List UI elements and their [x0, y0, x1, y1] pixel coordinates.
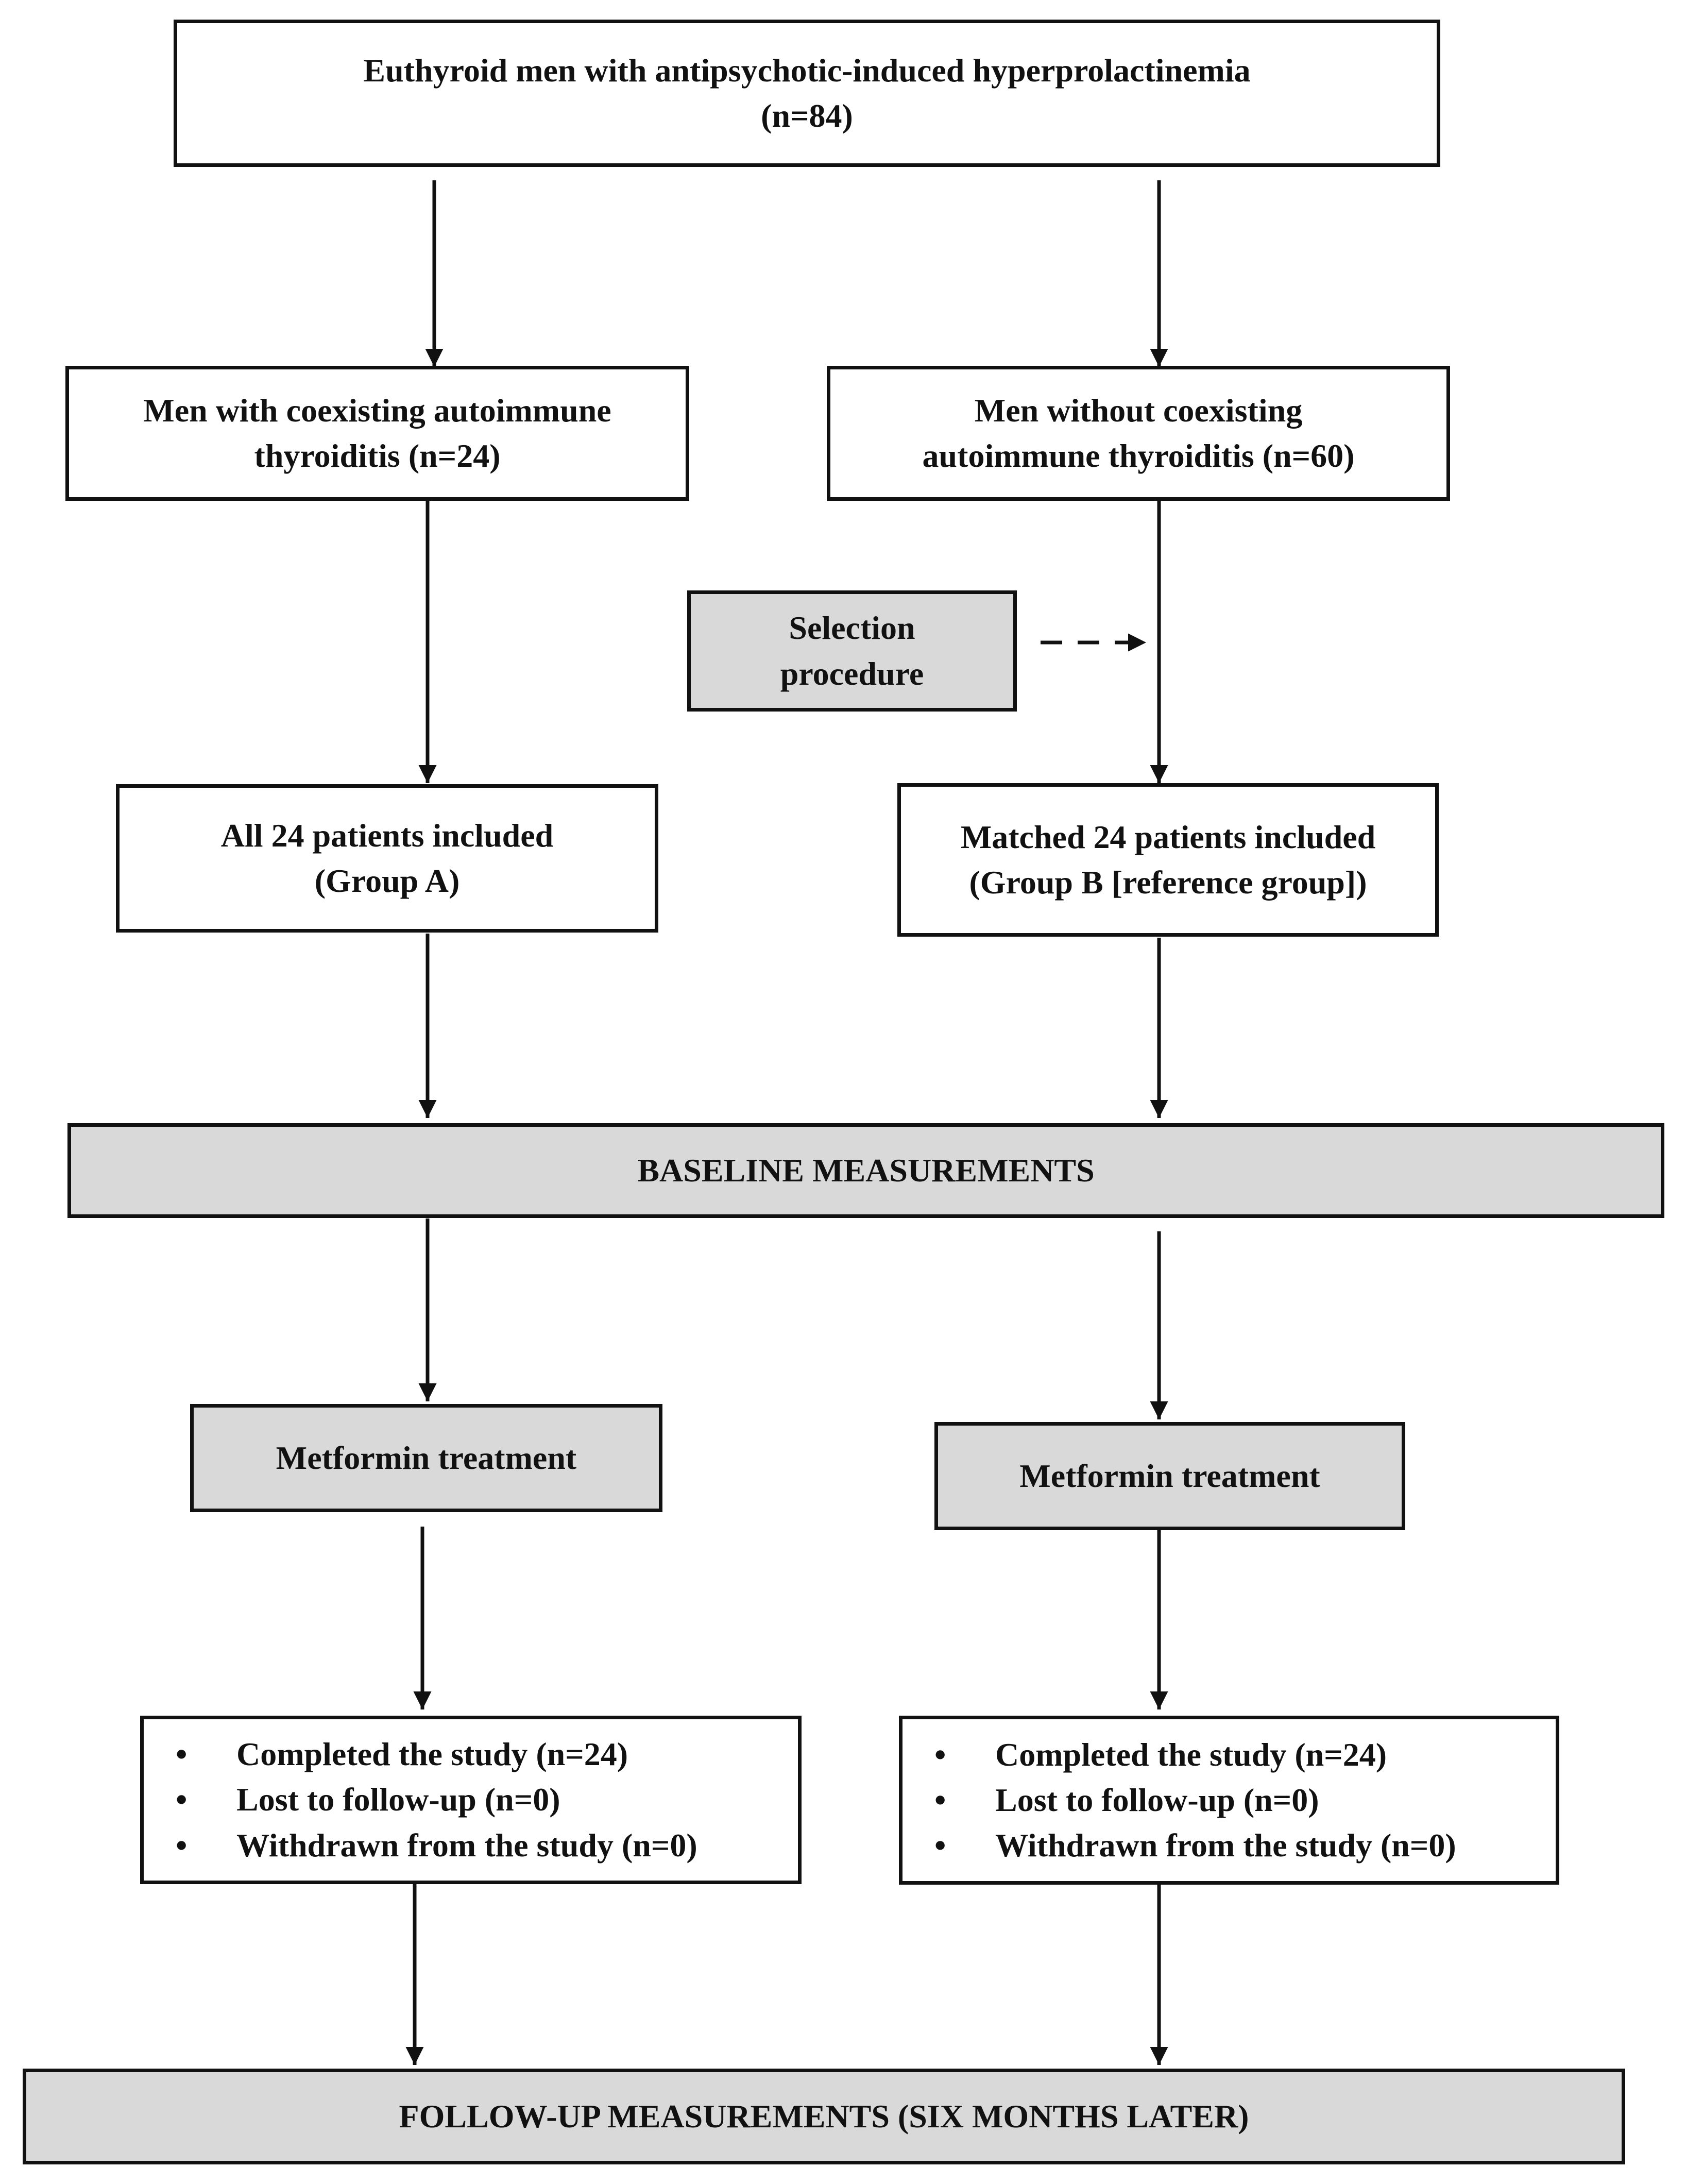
treatment-right-box: Metformin treatment [934, 1422, 1405, 1530]
treatment-right-label: Metformin treatment [1019, 1457, 1320, 1494]
subgroup-right-box: Men without coexisting autoimmune thyroi… [827, 366, 1450, 501]
selection-procedure-box: Selection procedure [687, 590, 1017, 712]
outcomes-left-list: Completed the study (n=24) Lost to follo… [144, 1732, 697, 1868]
subgroup-right-line2: autoimmune thyroiditis (n=60) [922, 437, 1355, 474]
subgroup-right-line1: Men without coexisting [974, 392, 1303, 429]
list-item: Lost to follow-up (n=0) [176, 1777, 697, 1823]
treatment-left-box: Metformin treatment [190, 1404, 662, 1512]
group-a-line1: All 24 patients included [220, 817, 554, 854]
group-b-line2: (Group B [reference group]) [969, 864, 1367, 901]
subgroup-left-line1: Men with coexisting autoimmune [143, 392, 611, 429]
subgroup-left-box: Men with coexisting autoimmune thyroidit… [65, 366, 689, 501]
population-line2: (n=84) [761, 97, 853, 134]
outcomes-right-list: Completed the study (n=24) Lost to follo… [902, 1732, 1456, 1869]
selection-line1: Selection [789, 610, 915, 647]
followup-label: FOLLOW-UP MEASUREMENTS (SIX MONTHS LATER… [399, 2097, 1249, 2135]
group-b-line1: Matched 24 patients included [960, 818, 1376, 855]
group-a-box: All 24 patients included (Group A) [116, 784, 658, 933]
followup-measurements-box: FOLLOW-UP MEASUREMENTS (SIX MONTHS LATER… [23, 2069, 1625, 2164]
list-item: Completed the study (n=24) [934, 1732, 1456, 1778]
list-item: Withdrawn from the study (n=0) [176, 1823, 697, 1869]
baseline-label: BASELINE MEASUREMENTS [637, 1152, 1095, 1189]
baseline-measurements-box: BASELINE MEASUREMENTS [67, 1123, 1664, 1218]
group-a-line2: (Group A) [314, 862, 460, 899]
list-item: Lost to follow-up (n=0) [934, 1777, 1456, 1823]
subgroup-left-line2: thyroiditis (n=24) [254, 437, 501, 474]
list-item: Completed the study (n=24) [176, 1732, 697, 1777]
group-b-box: Matched 24 patients included (Group B [r… [897, 783, 1439, 937]
population-box: Euthyroid men with antipsychotic-induced… [174, 20, 1440, 167]
selection-line2: procedure [780, 655, 924, 692]
list-item: Withdrawn from the study (n=0) [934, 1823, 1456, 1869]
outcomes-right-box: Completed the study (n=24) Lost to follo… [899, 1716, 1559, 1885]
population-line1: Euthyroid men with antipsychotic-induced… [363, 52, 1251, 89]
outcomes-left-box: Completed the study (n=24) Lost to follo… [140, 1716, 802, 1884]
treatment-left-label: Metformin treatment [276, 1439, 577, 1476]
